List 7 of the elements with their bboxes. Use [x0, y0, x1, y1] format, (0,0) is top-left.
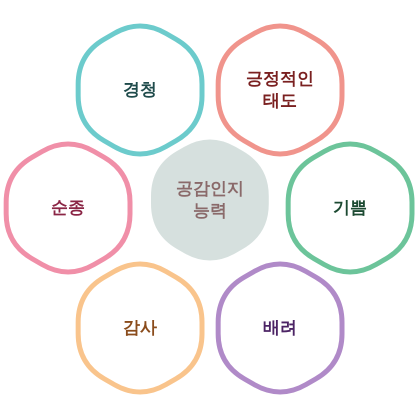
node-label: 순종 — [50, 196, 86, 220]
node-label: 기쁨 — [332, 196, 368, 220]
node-label: 감사 — [122, 316, 158, 340]
node-label: 경청 — [122, 78, 158, 102]
node-label: 긍정적인 태도 — [244, 68, 315, 112]
node-label: 공감인지 능력 — [174, 178, 245, 222]
node-label: 배려 — [262, 316, 298, 340]
